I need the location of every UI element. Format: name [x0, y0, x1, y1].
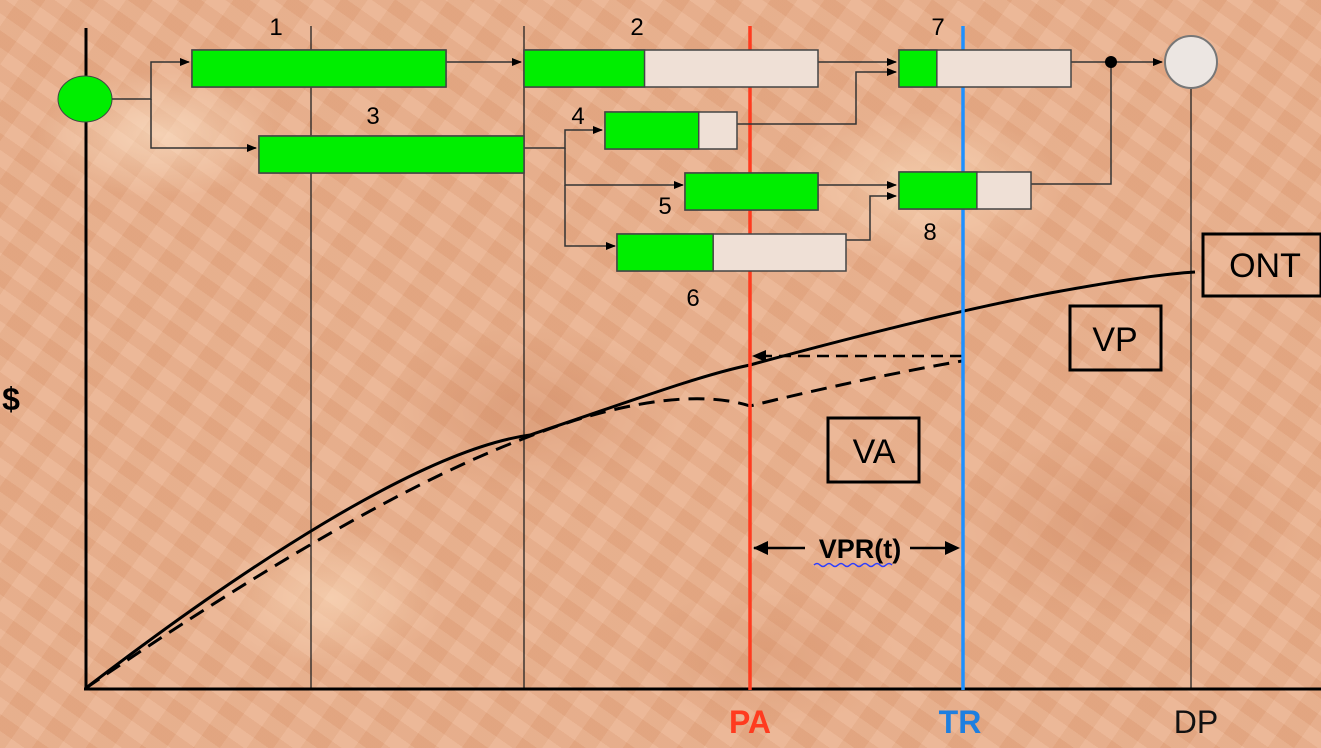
- ont-box: [1201, 232, 1321, 298]
- va-label: VA: [853, 433, 896, 471]
- task-label-4: 4: [571, 103, 584, 130]
- task-label-5: 5: [658, 193, 671, 220]
- task-progress-6: [616, 233, 714, 272]
- task-label-1: 1: [269, 14, 282, 41]
- vpr-arrowhead-right: [945, 541, 960, 555]
- earned-value-curve: [85, 359, 963, 690]
- task-progress-4: [604, 111, 700, 150]
- start-node: [57, 75, 113, 123]
- task-label-6: 6: [686, 285, 699, 312]
- task-progress-5: [684, 172, 819, 211]
- vpr-label: VPR(t): [819, 534, 902, 564]
- end-node: [1164, 35, 1218, 89]
- tr-label: TR: [939, 704, 982, 740]
- task-label-2: 2: [630, 14, 643, 41]
- y-axis-label: $: [2, 381, 20, 417]
- task-progress-8: [898, 171, 978, 210]
- task-progress-1: [191, 49, 447, 88]
- task-progress-3: [258, 135, 525, 174]
- vpr-arrowhead-left: [753, 541, 768, 555]
- vp-label: VP: [1092, 321, 1137, 359]
- vpr-spellcheck-underline: [813, 562, 893, 568]
- task-progress-7: [898, 49, 938, 88]
- vp-box: [1068, 304, 1163, 372]
- pa-label: PA: [729, 704, 771, 740]
- ont-label: ONT: [1229, 247, 1301, 285]
- task-label-7: 7: [931, 14, 944, 41]
- va-box: [826, 416, 921, 484]
- planned-value-curve: [85, 270, 1196, 690]
- task-bars: [191, 49, 1072, 272]
- task-label-3: 3: [366, 103, 379, 130]
- task-progress-2: [523, 49, 646, 88]
- network-connectors: [112, 58, 1163, 250]
- dp-label: DP: [1174, 704, 1218, 740]
- merge-dot: [1105, 56, 1117, 68]
- task-label-8: 8: [923, 219, 936, 246]
- projection-arrowhead: [752, 350, 766, 362]
